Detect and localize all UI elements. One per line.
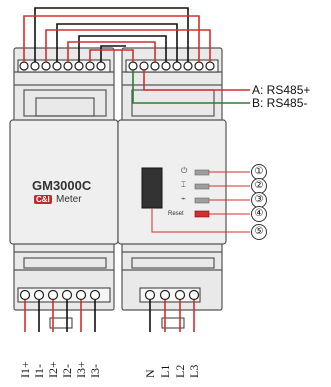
callout-number-5: ⑤ xyxy=(251,224,267,240)
terminal-label-l1: L1 xyxy=(158,364,172,378)
terminal-label-l2: L2 xyxy=(173,364,187,378)
power-icon: ⏻ xyxy=(181,166,188,175)
callout-number-4: ④ xyxy=(251,206,267,222)
terminal-label-i1-plus: I1+ xyxy=(18,361,32,378)
terminal-label-i3-plus: I3+ xyxy=(74,361,88,378)
reset-button xyxy=(194,210,210,218)
reset-label: Reset xyxy=(168,211,184,217)
top-terminal-screws xyxy=(19,61,215,71)
bottom-terminal-screws xyxy=(19,289,200,301)
bottom-leads xyxy=(24,300,195,332)
bottom-terminal-block xyxy=(17,287,201,303)
callout-lines xyxy=(151,171,250,233)
signal-icon: ⌁ xyxy=(181,194,186,203)
rs485-icon: ⌶ xyxy=(181,180,186,189)
terminal-label-i2-plus: I2+ xyxy=(46,361,60,378)
bottom-clip-right xyxy=(161,317,185,329)
brand-suffix: Meter xyxy=(56,194,82,205)
top-wiring xyxy=(23,7,211,62)
brand-badge: C&I xyxy=(34,195,52,204)
meter-housing-right xyxy=(117,47,227,311)
callout-b: B: RS485- xyxy=(252,96,308,110)
bottom-clip-left xyxy=(49,317,73,329)
terminal-label-i1-minus: I1- xyxy=(32,364,46,378)
rs485-wires xyxy=(132,70,250,104)
terminal-label-l3: L3 xyxy=(187,364,201,378)
status-leds xyxy=(194,169,210,204)
display-window xyxy=(141,167,163,209)
terminal-label-i3-minus: I3- xyxy=(88,364,102,378)
model-name: GM3000C xyxy=(32,178,92,193)
terminal-label-i2-minus: I2- xyxy=(60,364,74,378)
terminal-label-n: N xyxy=(143,369,157,378)
callout-a: A: RS485+ xyxy=(252,83,311,97)
